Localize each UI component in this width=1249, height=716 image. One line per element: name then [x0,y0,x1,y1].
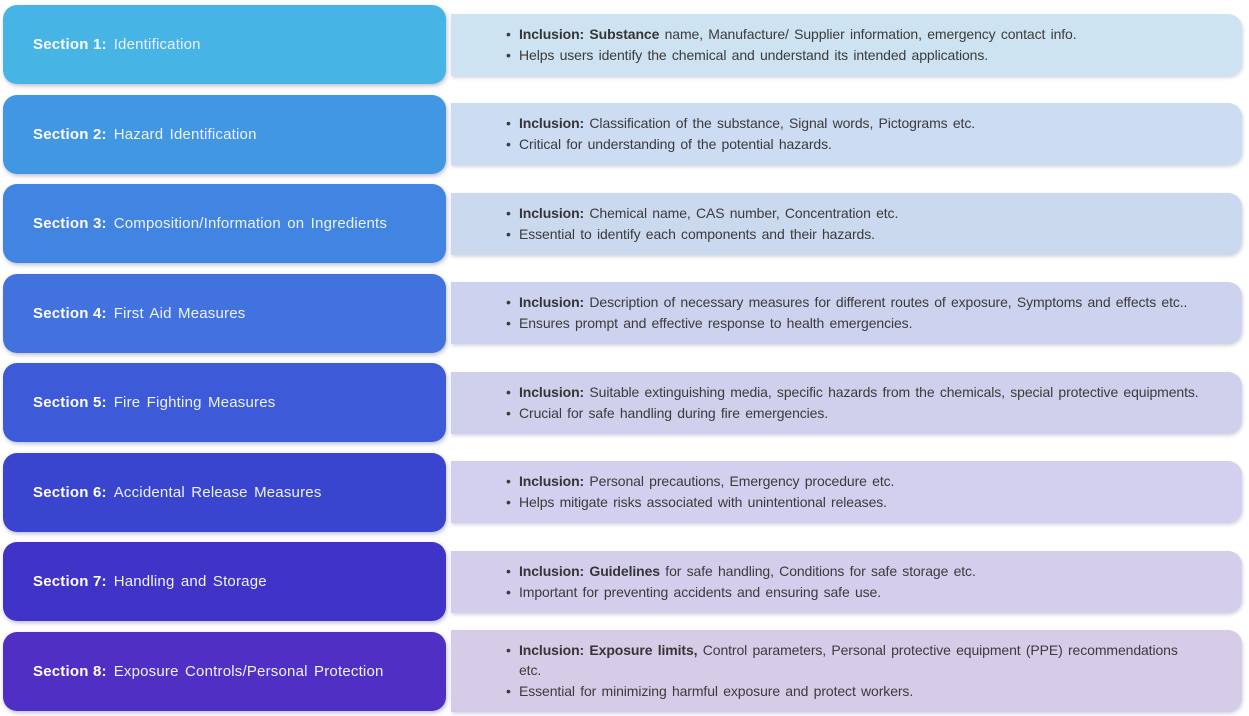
section-box: Section 1: Identification [3,5,446,85]
section-detail-panel: Inclusion: Substance name, Manufacture/ … [451,13,1242,76]
section-detail-panel: Inclusion: Guidelines for safe handling,… [451,550,1242,613]
section-detail-panel: Inclusion: Personal precautions, Emergen… [451,461,1242,524]
bullet-item: Helps mitigate risks associated with uni… [504,492,1200,512]
bullet-list: Inclusion: Personal precautions, Emergen… [504,471,1200,512]
section-box: Section 6: Accidental Release Measures [3,452,446,532]
bullet-item: Ensures prompt and effective response to… [504,313,1200,333]
section-label: Section 8: [33,662,107,680]
bullet-list: Inclusion: Suitable extinguishing media,… [504,382,1200,423]
bullet-item: Inclusion: Chemical name, CAS number, Co… [504,203,1200,223]
section-label: Section 1: [33,36,107,54]
section-label: Section 6: [33,483,107,501]
section-row: Section 3: Composition/Information on In… [0,179,1249,269]
bullet-bold-lead: Inclusion: Substance [519,25,660,42]
section-label: Section 2: [33,125,107,143]
section-row: Section 6: Accidental Release Measures I… [0,448,1249,538]
bullet-bold-lead: Inclusion: [519,115,585,132]
bullet-list: Inclusion: Description of necessary meas… [504,292,1200,333]
section-box: Section 2: Hazard Identification [3,94,446,174]
section-title: First Aid Measures [113,304,246,322]
section-row: Section 1: Identification Inclusion: Sub… [0,0,1249,90]
bullet-list: Inclusion: Guidelines for safe handling,… [504,561,1200,602]
section-title: Hazard Identification [113,125,257,143]
bullet-item: Inclusion: Description of necessary meas… [504,292,1200,312]
section-title: Exposure Controls/Personal Protection [113,662,384,680]
section-row: Section 7: Handling and Storage Inclusio… [0,537,1249,627]
section-title: Composition/Information on Ingredients [113,215,388,233]
section-row: Section 8: Exposure Controls/Personal Pr… [0,627,1249,716]
section-row: Section 5: Fire Fighting Measures Inclus… [0,358,1249,448]
section-title: Identification [113,36,201,54]
section-detail-panel: Inclusion: Classification of the substan… [451,103,1242,166]
bullet-list: Inclusion: Exposure limits, Control para… [504,640,1200,701]
bullet-list: Inclusion: Substance name, Manufacture/ … [504,24,1200,65]
bullet-item: Inclusion: Guidelines for safe handling,… [504,561,1200,581]
bullet-item: Important for preventing accidents and e… [504,582,1200,602]
bullet-bold-lead: Inclusion: [519,204,585,221]
section-box: Section 8: Exposure Controls/Personal Pr… [3,631,446,711]
bullet-item: Inclusion: Personal precautions, Emergen… [504,471,1200,491]
bullet-item: Inclusion: Suitable extinguishing media,… [504,382,1200,402]
bullet-bold-lead: Inclusion: Guidelines [519,562,660,579]
section-detail-panel: Inclusion: Description of necessary meas… [451,282,1242,345]
bullet-item: Inclusion: Classification of the substan… [504,113,1200,133]
section-label: Section 5: [33,394,107,412]
bullet-list: Inclusion: Classification of the substan… [504,113,1200,154]
bullet-item: Crucial for safe handling during fire em… [504,403,1200,423]
section-box: Section 3: Composition/Information on In… [3,184,446,264]
section-row: Section 2: Hazard Identification Inclusi… [0,90,1249,180]
section-box: Section 7: Handling and Storage [3,542,446,622]
section-label: Section 3: [33,215,107,233]
section-box: Section 5: Fire Fighting Measures [3,363,446,443]
section-box: Section 4: First Aid Measures [3,273,446,353]
section-row: Section 4: First Aid Measures Inclusion:… [0,269,1249,359]
section-detail-panel: Inclusion: Exposure limits, Control para… [451,630,1242,713]
section-title: Handling and Storage [113,573,267,591]
section-detail-panel: Inclusion: Suitable extinguishing media,… [451,371,1242,434]
bullet-item: Critical for understanding of the potent… [504,134,1200,154]
bullet-item: Inclusion: Substance name, Manufacture/ … [504,24,1200,44]
section-detail-panel: Inclusion: Chemical name, CAS number, Co… [451,192,1242,255]
bullet-item: Inclusion: Exposure limits, Control para… [504,640,1200,680]
bullet-list: Inclusion: Chemical name, CAS number, Co… [504,203,1200,244]
bullet-item: Essential for minimizing harmful exposur… [504,681,1200,701]
bullet-bold-lead: Inclusion: Exposure limits, [519,642,698,659]
bullet-bold-lead: Inclusion: [519,383,585,400]
bullet-bold-lead: Inclusion: [519,294,585,311]
section-title: Fire Fighting Measures [113,394,276,412]
bullet-item: Helps users identify the chemical and un… [504,45,1200,65]
bullet-bold-lead: Inclusion: [519,473,585,490]
bullet-item: Essential to identify each components an… [504,224,1200,244]
section-title: Accidental Release Measures [113,483,322,501]
section-label: Section 4: [33,304,107,322]
section-label: Section 7: [33,573,107,591]
